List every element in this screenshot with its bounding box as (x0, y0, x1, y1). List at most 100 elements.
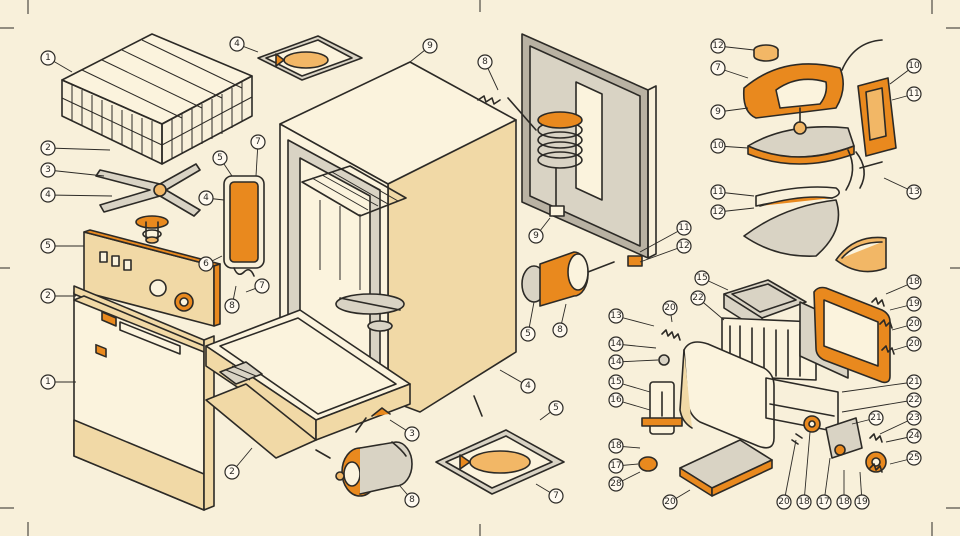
callout-c40: 13 (608, 308, 655, 327)
callout-circle (906, 274, 922, 290)
callout-circle (906, 86, 922, 102)
callout-number: 9 (427, 41, 433, 51)
callout-number: 15 (696, 273, 707, 283)
callout-number: 9 (715, 107, 721, 117)
callout-circle (608, 336, 624, 352)
callout-c33: 12 (710, 204, 755, 220)
callout-circle (906, 316, 922, 332)
callout-c58: 20 (662, 489, 691, 510)
callout-number: 19 (908, 299, 920, 309)
callout-c47: 28 (608, 471, 641, 492)
callout-number: 3 (45, 165, 51, 175)
callout-c6: 2 (40, 288, 76, 304)
callout-circle (40, 374, 56, 390)
callout-c7: 1 (40, 374, 76, 390)
callout-c21: 7 (535, 483, 564, 504)
callout-c17: 3 (389, 419, 420, 442)
callout-c23: 9 (528, 217, 551, 244)
callout-number: 8 (557, 325, 563, 335)
callout-circle (710, 60, 726, 76)
callout-c52: 21 (841, 374, 922, 393)
callout-circle (608, 476, 624, 492)
callout-c26: 5 (520, 301, 536, 342)
callout-number: 9 (533, 231, 539, 241)
callout-c19: 4 (499, 369, 536, 394)
callout-circle (906, 450, 922, 466)
callout-number: 20 (908, 319, 920, 329)
callout-c25: 12 (639, 238, 692, 263)
callout-number: 5 (553, 403, 559, 413)
oven-door-panel (521, 33, 657, 259)
callout-circle (477, 54, 493, 70)
callout-number: 18 (610, 441, 622, 451)
callout-circle (254, 278, 270, 294)
callout-c12: 4 (198, 190, 225, 206)
callout-c63: 19 (854, 471, 870, 510)
callout-number: 8 (229, 301, 235, 311)
toaster-shell (679, 341, 775, 449)
callout-number: 11 (908, 89, 919, 99)
callout-c29: 7 (710, 60, 749, 79)
callout-number: 1 (45, 377, 51, 387)
small-spring (477, 95, 501, 105)
spray-arm-hub (135, 215, 169, 244)
callout-c57: 25 (889, 450, 922, 466)
callout-c5: 5 (40, 238, 84, 254)
callout-number: 21 (908, 377, 919, 387)
callout-c49: 19 (889, 296, 922, 312)
callout-number: 24 (908, 431, 920, 441)
callout-leader-line (47, 169, 105, 177)
callout-circle (608, 354, 624, 370)
toaster-springs (661, 297, 895, 473)
callout-number: 25 (908, 453, 919, 463)
small-pin (315, 395, 483, 459)
callout-circle (608, 438, 624, 454)
callout-number: 23 (908, 413, 919, 423)
callout-circle (906, 392, 922, 408)
callout-circle (198, 190, 214, 206)
callout-number: 8 (482, 57, 488, 67)
callout-circle (548, 400, 564, 416)
callout-number: 12 (712, 41, 723, 51)
callout-number: 5 (217, 153, 223, 163)
callout-circle (404, 426, 420, 442)
callout-circle (868, 410, 884, 426)
callout-number: 7 (255, 137, 261, 147)
callout-c15: 7 (245, 278, 270, 294)
callout-number: 17 (610, 461, 621, 471)
callout-circle (906, 58, 922, 74)
callout-circle (710, 204, 726, 220)
callout-circle (710, 104, 726, 120)
control-panel (83, 229, 221, 327)
callout-leader-line (841, 381, 915, 393)
callout-c10: 5 (212, 150, 233, 177)
callout-circle (854, 494, 870, 510)
callout-number: 18 (838, 497, 850, 507)
heating-element (223, 175, 265, 277)
callout-number: 20 (778, 497, 790, 507)
callout-circle (662, 300, 678, 316)
callout-leader-line (783, 439, 797, 503)
iron-soleplate (747, 107, 855, 165)
callout-circle (40, 288, 56, 304)
callout-number: 14 (610, 357, 622, 367)
callout-circle (690, 290, 706, 306)
callout-number: 11 (678, 223, 689, 233)
callout-c8: 4 (229, 36, 259, 53)
callout-circle (40, 162, 56, 178)
callout-number: 20 (664, 303, 676, 313)
callout-number: 22 (692, 293, 703, 303)
callout-c48: 18 (885, 274, 922, 295)
callout-circle (906, 410, 922, 426)
callout-number: 11 (712, 187, 723, 197)
dishwasher-door-front (73, 285, 215, 511)
pump-motor (335, 441, 413, 497)
fan-motor (521, 251, 643, 307)
callout-circle (906, 428, 922, 444)
callout-number: 21 (870, 413, 881, 423)
callout-number: 14 (610, 339, 622, 349)
callout-number: 13 (610, 311, 621, 321)
callout-c1: 1 (40, 50, 73, 73)
